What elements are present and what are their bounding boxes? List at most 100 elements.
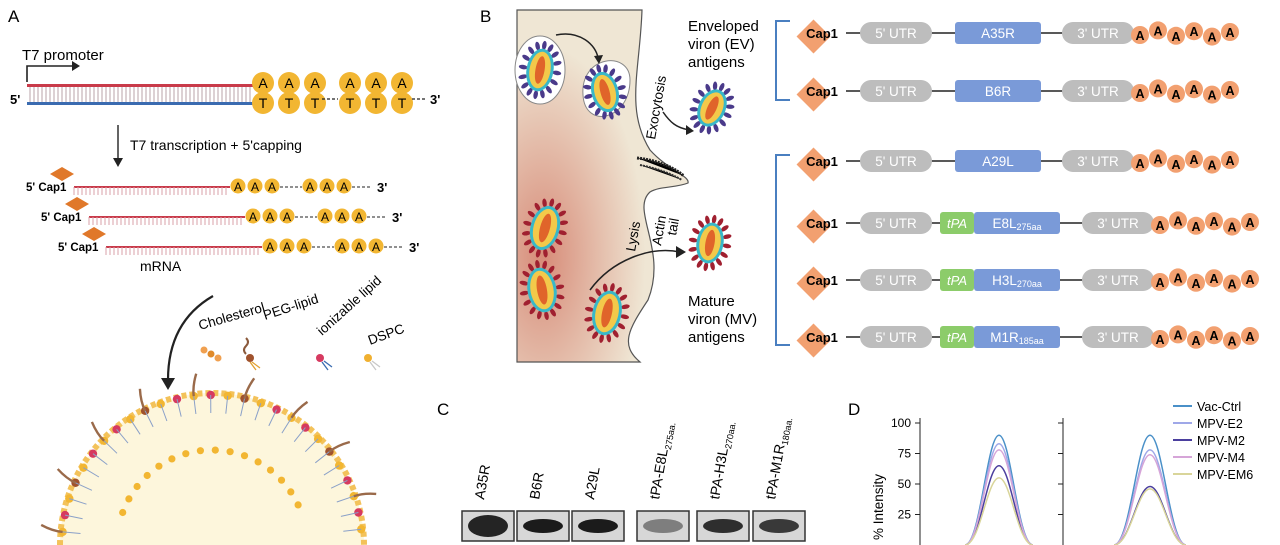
polya-base: A: [1207, 89, 1216, 103]
promoter-arrow-icon: [26, 65, 72, 82]
utr3-label: 3' UTR: [1077, 84, 1119, 99]
polya-bead: [1169, 325, 1187, 344]
utr5-label: 5' UTR: [875, 330, 917, 345]
virion-icon: [519, 259, 565, 321]
template-bead: [391, 72, 413, 94]
panel-d-letter: D: [848, 400, 860, 419]
lane-label: tPA-H3L270aa.: [706, 420, 738, 501]
polya-base: A: [1209, 329, 1218, 343]
polya-bead: [1169, 211, 1187, 230]
polya-bead: [279, 238, 295, 254]
polya-bead: [245, 208, 261, 224]
blot-lane: A29L: [571, 465, 625, 542]
legend-label: MPV-EM6: [1197, 468, 1253, 482]
utr3-pill: [1062, 80, 1134, 102]
ev-label-line3: antigens: [688, 54, 745, 71]
polya-bead: [1151, 216, 1169, 234]
utr5-pill: [860, 326, 932, 348]
utr5-pill: [860, 22, 932, 44]
blot-band: [759, 519, 799, 533]
polya-base: A: [1173, 214, 1182, 228]
polya-base: A: [300, 240, 308, 254]
polya-base: A: [268, 180, 276, 194]
polya-base: A: [1225, 154, 1234, 168]
y-tick-label: 25: [898, 508, 912, 522]
promoter-arrowhead-icon: [72, 61, 80, 71]
utr5-label: 5' UTR: [875, 26, 917, 41]
polya-base: A: [1155, 219, 1164, 233]
tpa-label: tPA: [947, 330, 967, 345]
cap-icon: [65, 197, 89, 211]
lane-label: B6R: [526, 471, 546, 501]
polya-base: A: [1207, 31, 1216, 45]
polya-bead: [1131, 84, 1149, 102]
template-base-a: A: [397, 75, 407, 91]
series-line-left: [964, 477, 1034, 545]
virion-icon: [582, 64, 628, 120]
polya-base: A: [251, 180, 259, 194]
template-bead: [278, 92, 300, 114]
polya-base: A: [1209, 272, 1218, 286]
polya-base: A: [1225, 84, 1234, 98]
mrna-3prime: 3': [392, 210, 402, 225]
y-axis-label: % Intensity: [871, 474, 886, 540]
antigen-gene-box: [974, 269, 1060, 291]
dna-3prime: 3': [430, 92, 440, 107]
polya-bead: [1223, 331, 1241, 350]
blot-band: [643, 519, 683, 533]
template-base-a: A: [258, 75, 268, 91]
polya-bead: [1223, 217, 1241, 236]
template-bead: [278, 72, 300, 94]
lipid-cholesterol: Cholesterol: [197, 300, 267, 333]
cap1-label: Cap1: [806, 273, 838, 288]
polya-bead: [1131, 26, 1149, 44]
lipid-dspc: DSPC: [366, 321, 407, 348]
blot-band: [703, 519, 743, 533]
polya-base: A: [1173, 271, 1182, 285]
antigen-gene-box: [974, 212, 1060, 234]
lipid-nanoparticle: [40, 373, 377, 545]
legend-label: MPV-M4: [1197, 451, 1245, 465]
template-base-a: A: [284, 75, 294, 91]
antigen-gene-box: [955, 80, 1041, 102]
polya-base: A: [1135, 29, 1144, 43]
cap1-label: Cap1: [806, 216, 838, 231]
panel-a-letter: A: [8, 7, 20, 26]
polya-base: A: [338, 210, 346, 224]
polya-bead: [1187, 273, 1205, 292]
polya-bead: [1187, 216, 1205, 235]
cap1-label: Cap1: [806, 154, 838, 169]
mv-label-line3: antigens: [688, 329, 745, 346]
utr5-pill: [860, 212, 932, 234]
lysis-label: Lysis: [623, 220, 643, 253]
blot-lane: B6R: [516, 471, 570, 542]
utr3-pill: [1082, 212, 1154, 234]
peg-lipid-icon: [243, 337, 261, 371]
virion-icon: [688, 214, 732, 272]
ev-bracket: [775, 20, 790, 101]
blot-band: [523, 519, 563, 533]
polya-bead: [264, 178, 280, 194]
antigen-gene-label: H3L270aa: [992, 273, 1042, 289]
polya-base: A: [340, 180, 348, 194]
polya-bead: [1149, 21, 1167, 40]
t7-promoter-label: T7 promoter: [22, 47, 104, 64]
cap-label: 5' Cap1: [26, 182, 67, 194]
polya-bead: [302, 178, 318, 194]
utr3-label: 3' UTR: [1077, 26, 1119, 41]
polya-base: A: [323, 180, 331, 194]
polya-bead: [1205, 326, 1223, 345]
polya-base: A: [1153, 82, 1162, 96]
polya-base: A: [1207, 159, 1216, 173]
utr5-label: 5' UTR: [875, 216, 917, 231]
cap1-diamond: [796, 323, 831, 358]
